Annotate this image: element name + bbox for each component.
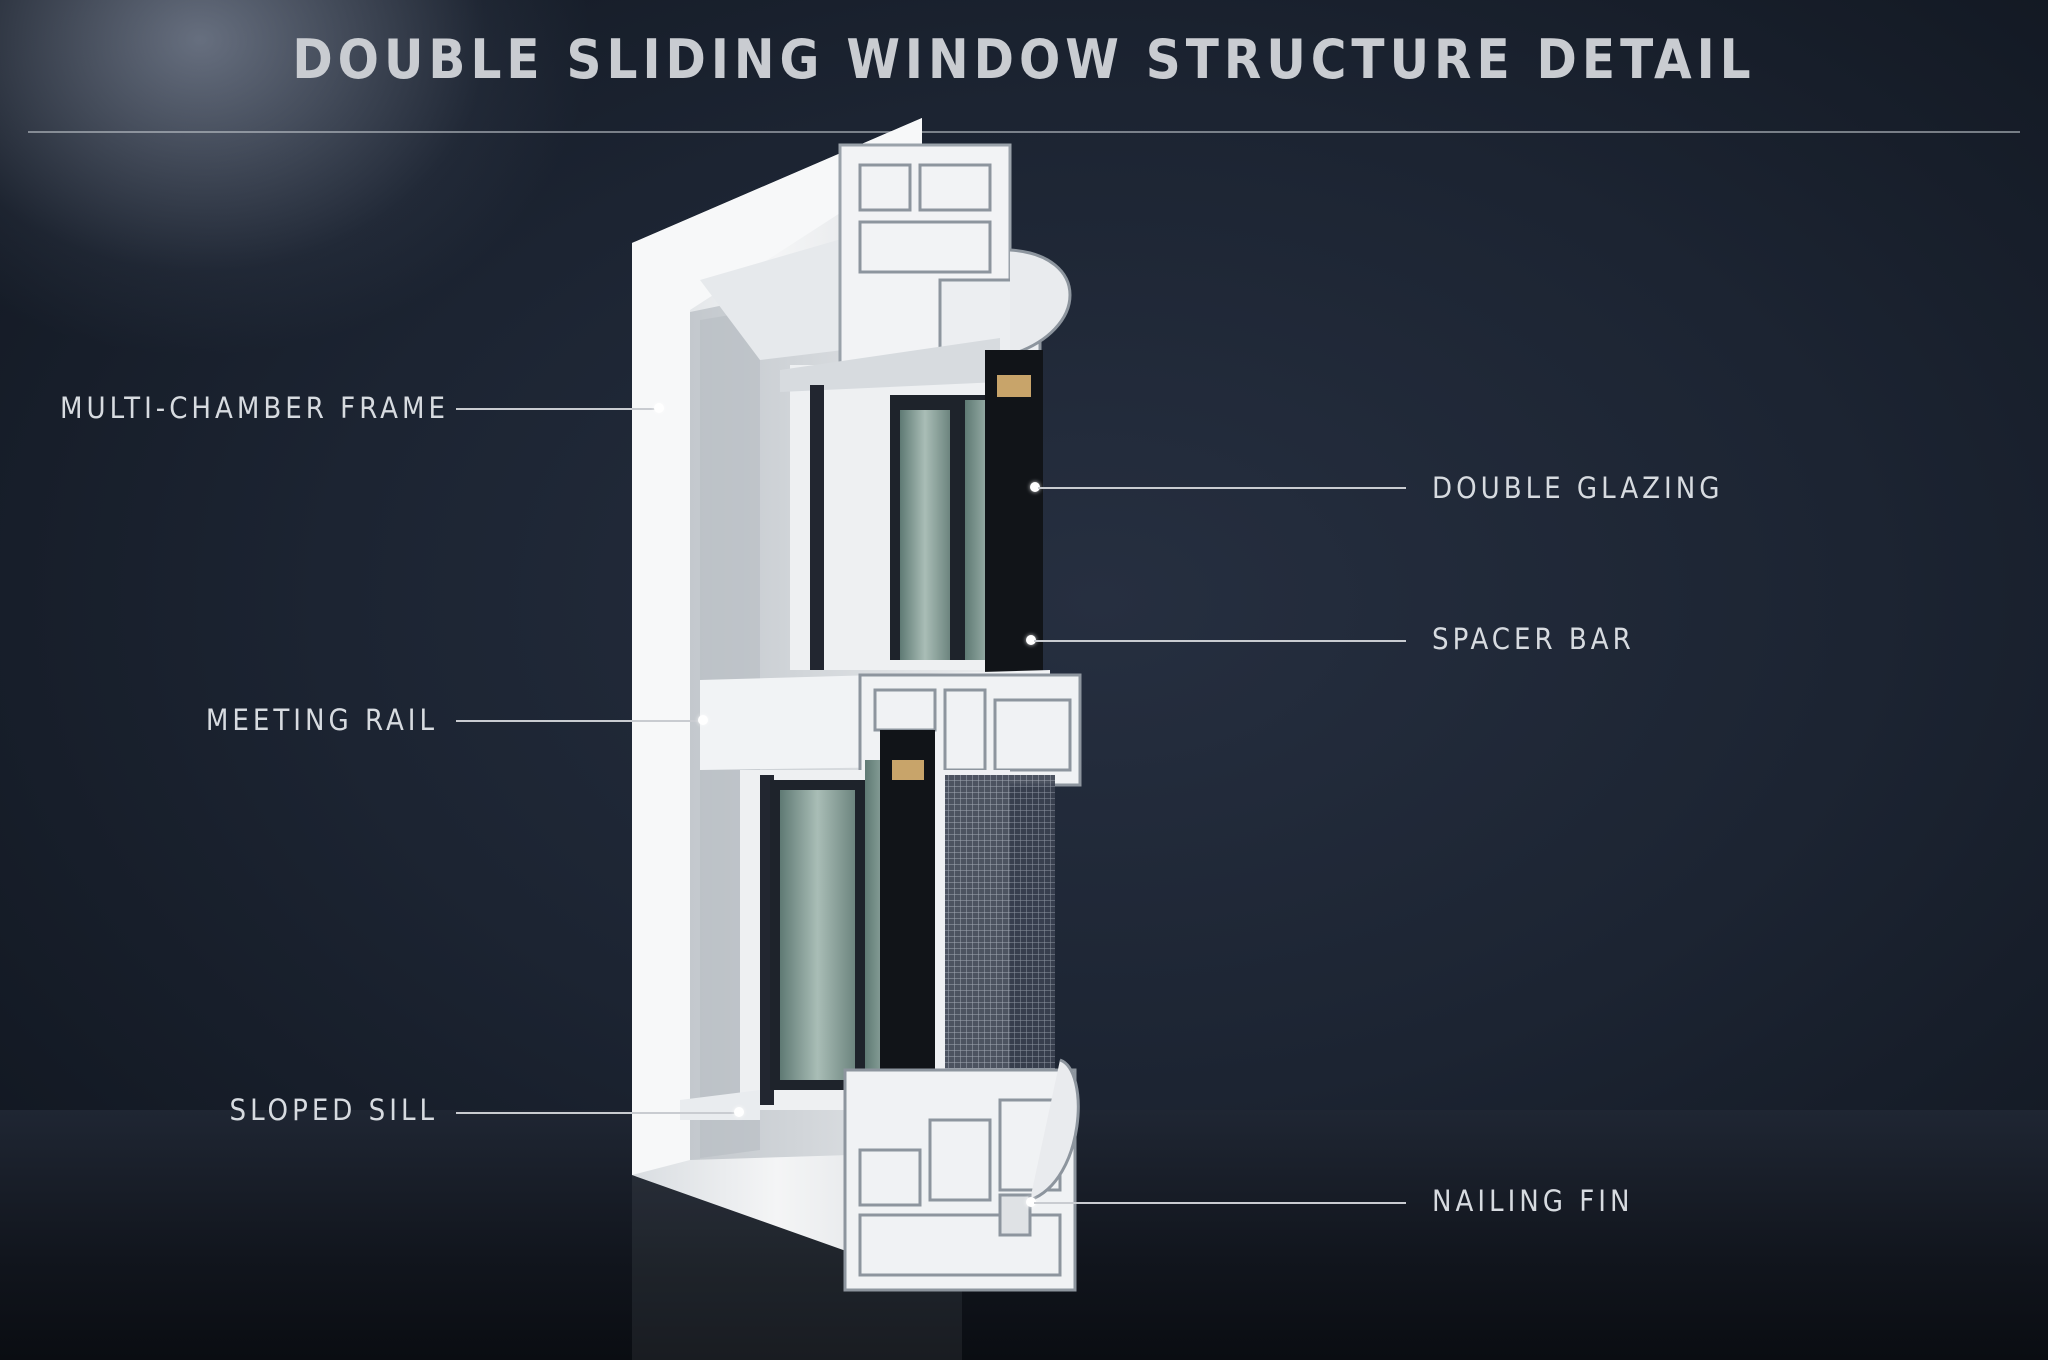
leader-sloped-sill	[456, 1112, 738, 1114]
upper-sash-rail	[780, 338, 1000, 392]
head-chamber-2	[918, 163, 992, 212]
leader-nailing-fin	[1034, 1202, 1406, 1204]
label-multi-chamber-frame: MULTI-CHAMBER FRAME	[60, 391, 449, 425]
meeting-rail-chamber-3	[993, 698, 1072, 772]
upper-glass-pane-inner	[900, 410, 950, 660]
marker-double-glazing	[1030, 482, 1040, 492]
page-title: DOUBLE SLIDING WINDOW STRUCTURE DETAIL	[292, 28, 1756, 91]
marker-meeting-rail	[698, 715, 708, 725]
marker-sloped-sill	[734, 1107, 744, 1117]
label-spacer-bar: SPACER BAR	[1432, 622, 1635, 656]
label-double-glazing: DOUBLE GLAZING	[1432, 471, 1724, 505]
label-sloped-sill: SLOPED SILL	[229, 1093, 438, 1127]
marker-spacer-bar	[1026, 635, 1036, 645]
leader-spacer-bar	[1034, 640, 1406, 642]
head-chamber-3	[858, 220, 992, 274]
leader-multi-chamber-frame	[456, 408, 658, 410]
leader-meeting-rail	[456, 720, 700, 722]
sill-chamber-2	[928, 1118, 992, 1202]
head-chamber-1	[858, 163, 912, 212]
leader-double-glazing	[1038, 487, 1406, 489]
insect-screen	[945, 775, 1055, 1085]
upper-glazing-channel	[985, 350, 1043, 680]
label-nailing-fin: NAILING FIN	[1432, 1184, 1634, 1218]
lower-glass-pane-inner	[780, 790, 855, 1080]
upper-spacer-top	[997, 375, 1031, 397]
lower-spacer-top	[892, 760, 924, 780]
upper-inner-gasket	[810, 385, 824, 670]
marker-multi-chamber-frame	[654, 403, 664, 413]
marker-nailing-fin	[1026, 1197, 1036, 1207]
sill-section	[843, 1068, 1077, 1292]
label-meeting-rail: MEETING RAIL	[205, 703, 438, 737]
title-divider	[28, 131, 2020, 133]
nailing-fin-section	[998, 1193, 1032, 1237]
head-weather-bead	[1009, 248, 1072, 357]
lower-glazing-channel	[880, 730, 935, 1130]
sill-chamber-1	[858, 1148, 922, 1207]
sill-chamber-4	[858, 1213, 1062, 1277]
sill-weather-bead	[1029, 1058, 1080, 1202]
